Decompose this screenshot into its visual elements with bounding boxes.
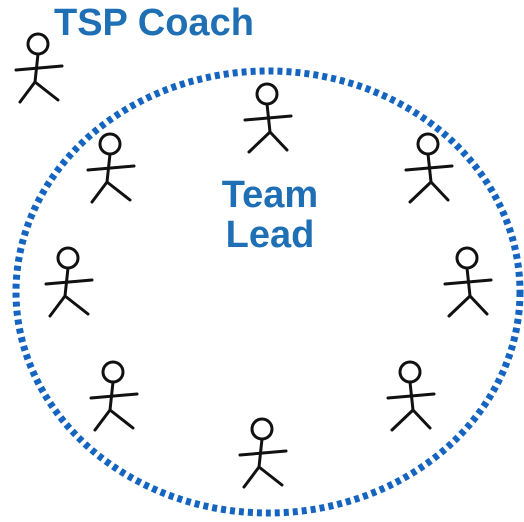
team-member-figure-8: [238, 417, 288, 489]
figures-layer: [14, 32, 493, 489]
team-lead-label-line1: Team: [221, 174, 319, 216]
team-member-figure-2: [86, 132, 136, 204]
coach-figure: [14, 32, 64, 104]
coach-label: TSP Coach: [54, 2, 254, 44]
team-boundary-circle: [12, 67, 524, 517]
team-lead-label: Team Lead: [200, 174, 340, 256]
team-member-figure-5: [443, 246, 493, 318]
team-member-figure-7: [386, 360, 436, 432]
team-member-figure-3: [404, 132, 454, 204]
team-lead-label-line2: Lead: [225, 213, 315, 256]
team-member-figure-4: [44, 246, 94, 318]
team-member-figure-6: [89, 360, 139, 432]
team-member-figure-1: [243, 82, 293, 154]
